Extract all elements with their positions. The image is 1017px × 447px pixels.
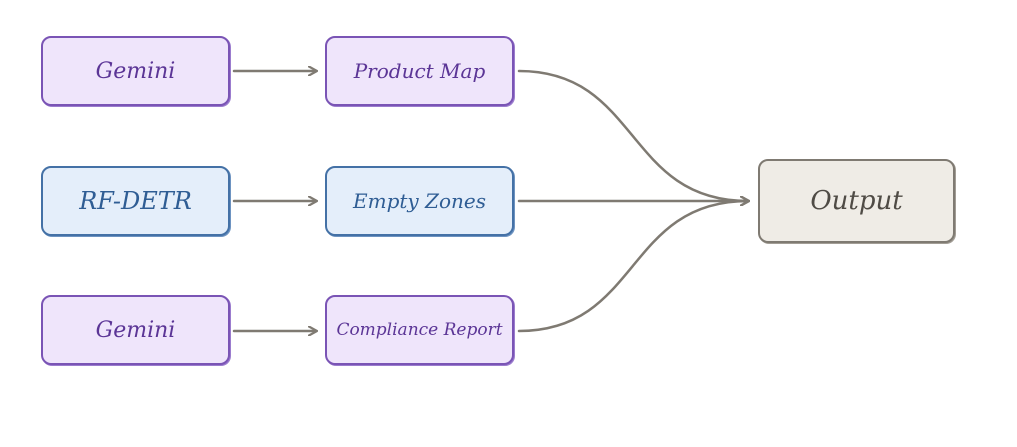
node-gemini-top-label: Gemini <box>95 58 176 84</box>
node-output: Output <box>758 159 955 243</box>
arrow-product-map-to-output <box>517 69 748 201</box>
node-output-label: Output <box>810 186 903 216</box>
node-rf-detr: RF-DETR <box>41 166 230 236</box>
node-gemini-bottom: Gemini <box>41 295 230 365</box>
node-empty-zones: Empty Zones <box>325 166 514 236</box>
node-product-map-label: Product Map <box>353 59 486 83</box>
node-gemini-top: Gemini <box>41 36 230 106</box>
node-rf-detr-label: RF-DETR <box>79 187 192 215</box>
arrow-compliance-report-to-output <box>517 201 748 333</box>
node-compliance-report-label: Compliance Report <box>336 320 503 340</box>
node-empty-zones-label: Empty Zones <box>353 189 486 213</box>
node-compliance-report: Compliance Report <box>325 295 514 365</box>
node-gemini-bottom-label: Gemini <box>95 317 176 343</box>
node-product-map: Product Map <box>325 36 514 106</box>
